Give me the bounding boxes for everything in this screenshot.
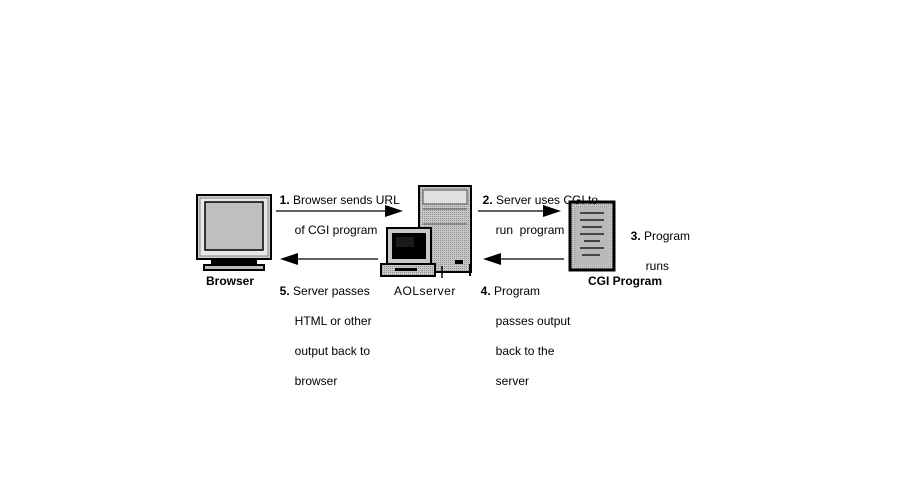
browser-monitor-icon [196,194,272,271]
step-5-line-3: output back to [294,344,371,358]
step-5-line-4: browser [294,374,338,388]
step-5-line-2: HTML or other [294,314,372,328]
step-4-number: 4. [480,284,491,298]
step-2-line-1: Server uses CGI to [496,193,599,207]
step-3-line-2: runs [645,259,670,273]
cgi-program-label: CGI Program [588,274,663,288]
browser-label: Browser [206,274,255,288]
step-1-line-1: Browser sends URL [293,193,400,207]
step-2-line-2: run program [495,223,565,237]
step-3-line-1: Program [644,229,691,243]
server-pc-icon [380,227,471,278]
step-4-text: 4. Program passes output back to the ser… [474,269,571,389]
step-4-line-4: server [495,374,530,388]
step-1-number: 1. [279,193,290,207]
step-4-line-3: back to the [495,344,555,358]
step-5-text: 5. Server passes HTML or other output ba… [273,269,372,389]
arrow-browser-to-server [276,205,403,217]
step-3-text: 3. Program runs [624,214,690,274]
step-4-line-1: Program [494,284,541,298]
arrow-cgi-to-server [483,253,564,265]
step-5-line-1: Server passes [293,284,370,298]
cgi-document-icon [568,200,616,272]
server-label: AOLserver [394,284,456,298]
step-5-number: 5. [279,284,290,298]
step-1-line-2: of CGI program [294,223,378,237]
arrow-server-to-browser [280,253,378,265]
step-2-number: 2. [482,193,493,207]
step-4-line-2: passes output [495,314,571,328]
step-1-text: 1. Browser sends URL of CGI program [273,178,400,238]
step-3-number: 3. [630,229,641,243]
step-2-text: 2. Server uses CGI to run program [476,178,598,238]
arrow-server-to-cgi [478,205,561,217]
